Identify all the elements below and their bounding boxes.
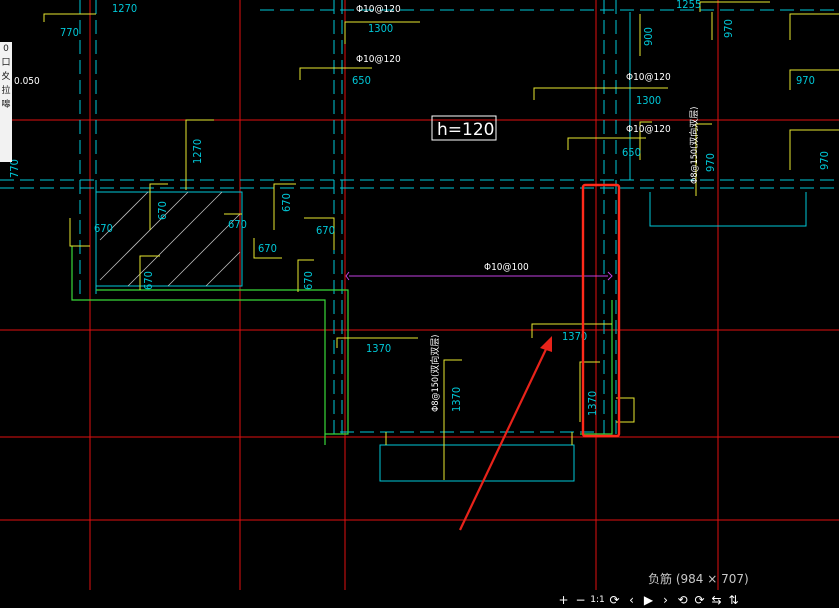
flip-horizontal-icon[interactable]: ⇆ [711, 593, 722, 607]
rebar-note: Φ10@120 [626, 72, 671, 83]
svg-text:970: 970 [818, 151, 831, 170]
svg-text:970: 970 [796, 74, 815, 87]
actual-size-icon[interactable]: 1:1 [590, 595, 605, 605]
svg-text:1270: 1270 [191, 139, 204, 164]
svg-text:670: 670 [280, 193, 293, 212]
rebar-note: Φ10@120 [356, 4, 401, 15]
svg-text:670: 670 [302, 271, 315, 290]
svg-text:1370: 1370 [366, 342, 391, 355]
toolbar-button[interactable]: 夊 [1, 72, 11, 82]
rotate-icon[interactable]: ⟳ [609, 593, 620, 607]
image-caption: 负筋 (984 × 707) [648, 572, 749, 586]
viewer-toolbar: + − 1:1 ⟳ ‹ ▶ › ⟲ ⟳ ⇆ ⇅ [556, 592, 741, 608]
svg-text:650: 650 [622, 146, 641, 159]
rotate-right-icon[interactable]: ⟳ [694, 593, 705, 607]
svg-text:670: 670 [228, 218, 247, 231]
slab-outline [71, 246, 613, 445]
rebar-note: Φ10@100 [484, 262, 529, 273]
svg-text:1255: 1255 [676, 0, 701, 11]
previous-icon[interactable]: ‹ [629, 593, 634, 607]
rotate-left-icon[interactable]: ⟲ [677, 593, 688, 607]
slab-thickness-box [431, 115, 497, 141]
beam-outlines [0, 0, 839, 440]
next-icon[interactable]: › [663, 593, 668, 607]
svg-text:970: 970 [704, 153, 717, 172]
svg-text:770: 770 [8, 159, 21, 178]
svg-text:1370: 1370 [586, 391, 599, 416]
toolbar-button[interactable]: 口 [1, 58, 11, 68]
flip-vertical-icon[interactable]: ⇅ [728, 593, 739, 607]
vertical-note: Φ8@150(双向双层) [688, 107, 700, 184]
level-label: 0.050 [14, 76, 40, 87]
svg-text:970: 970 [722, 19, 735, 38]
svg-text:1270: 1270 [112, 2, 137, 15]
left-toolbar[interactable]: 0 口 夊 拉 嗥 [0, 42, 12, 162]
wall-outlines [95, 12, 807, 482]
highlight-box [581, 183, 621, 438]
svg-text:670: 670 [156, 201, 169, 220]
svg-text:670: 670 [316, 224, 335, 237]
svg-text:670: 670 [142, 271, 155, 290]
svg-text:670: 670 [258, 242, 277, 255]
zoom-in-icon[interactable]: + [558, 593, 569, 607]
svg-text:650: 650 [352, 74, 371, 87]
dimension-labels: 1270 770 1300 650 1270 670 670 670 670 6… [8, 0, 831, 416]
rebar-brackets [43, 1, 839, 480]
rebar-line [345, 271, 613, 281]
svg-text:900: 900 [642, 27, 655, 46]
play-icon[interactable]: ▶ [643, 593, 654, 607]
zoom-out-icon[interactable]: − [575, 593, 586, 607]
annotation-arrow [459, 336, 552, 531]
svg-text:1300: 1300 [636, 94, 661, 107]
rebar-note: Φ10@120 [626, 124, 671, 135]
slab-thickness-label: h=120 [437, 120, 494, 140]
vertical-note: Φ8@150(双向双层) [429, 335, 441, 412]
hatched-opening [99, 191, 241, 287]
svg-text:1370: 1370 [562, 330, 587, 343]
svg-text:1370: 1370 [450, 387, 463, 412]
svg-text:770: 770 [60, 26, 79, 39]
toolbar-button[interactable]: 嗥 [1, 100, 11, 110]
svg-text:670: 670 [94, 222, 113, 235]
toolbar-button[interactable]: 0 [3, 44, 9, 54]
toolbar-button[interactable]: 拉 [1, 86, 11, 96]
axis-grid [0, 0, 839, 590]
rebar-note: Φ10@120 [356, 54, 401, 65]
svg-text:1300: 1300 [368, 22, 393, 35]
